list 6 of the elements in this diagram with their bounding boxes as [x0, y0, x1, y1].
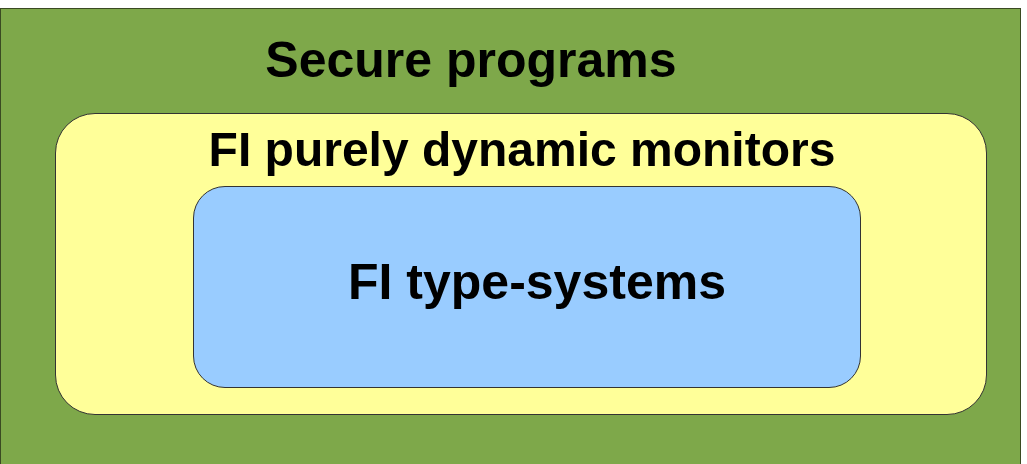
region-box	[193, 186, 861, 388]
region-label: Secure programs	[264, 35, 678, 85]
region-box	[55, 113, 987, 415]
region-box	[0, 8, 1021, 464]
region-label: FI purely dynamic monitors	[207, 126, 837, 174]
region-label: FI type-systems	[347, 257, 727, 307]
